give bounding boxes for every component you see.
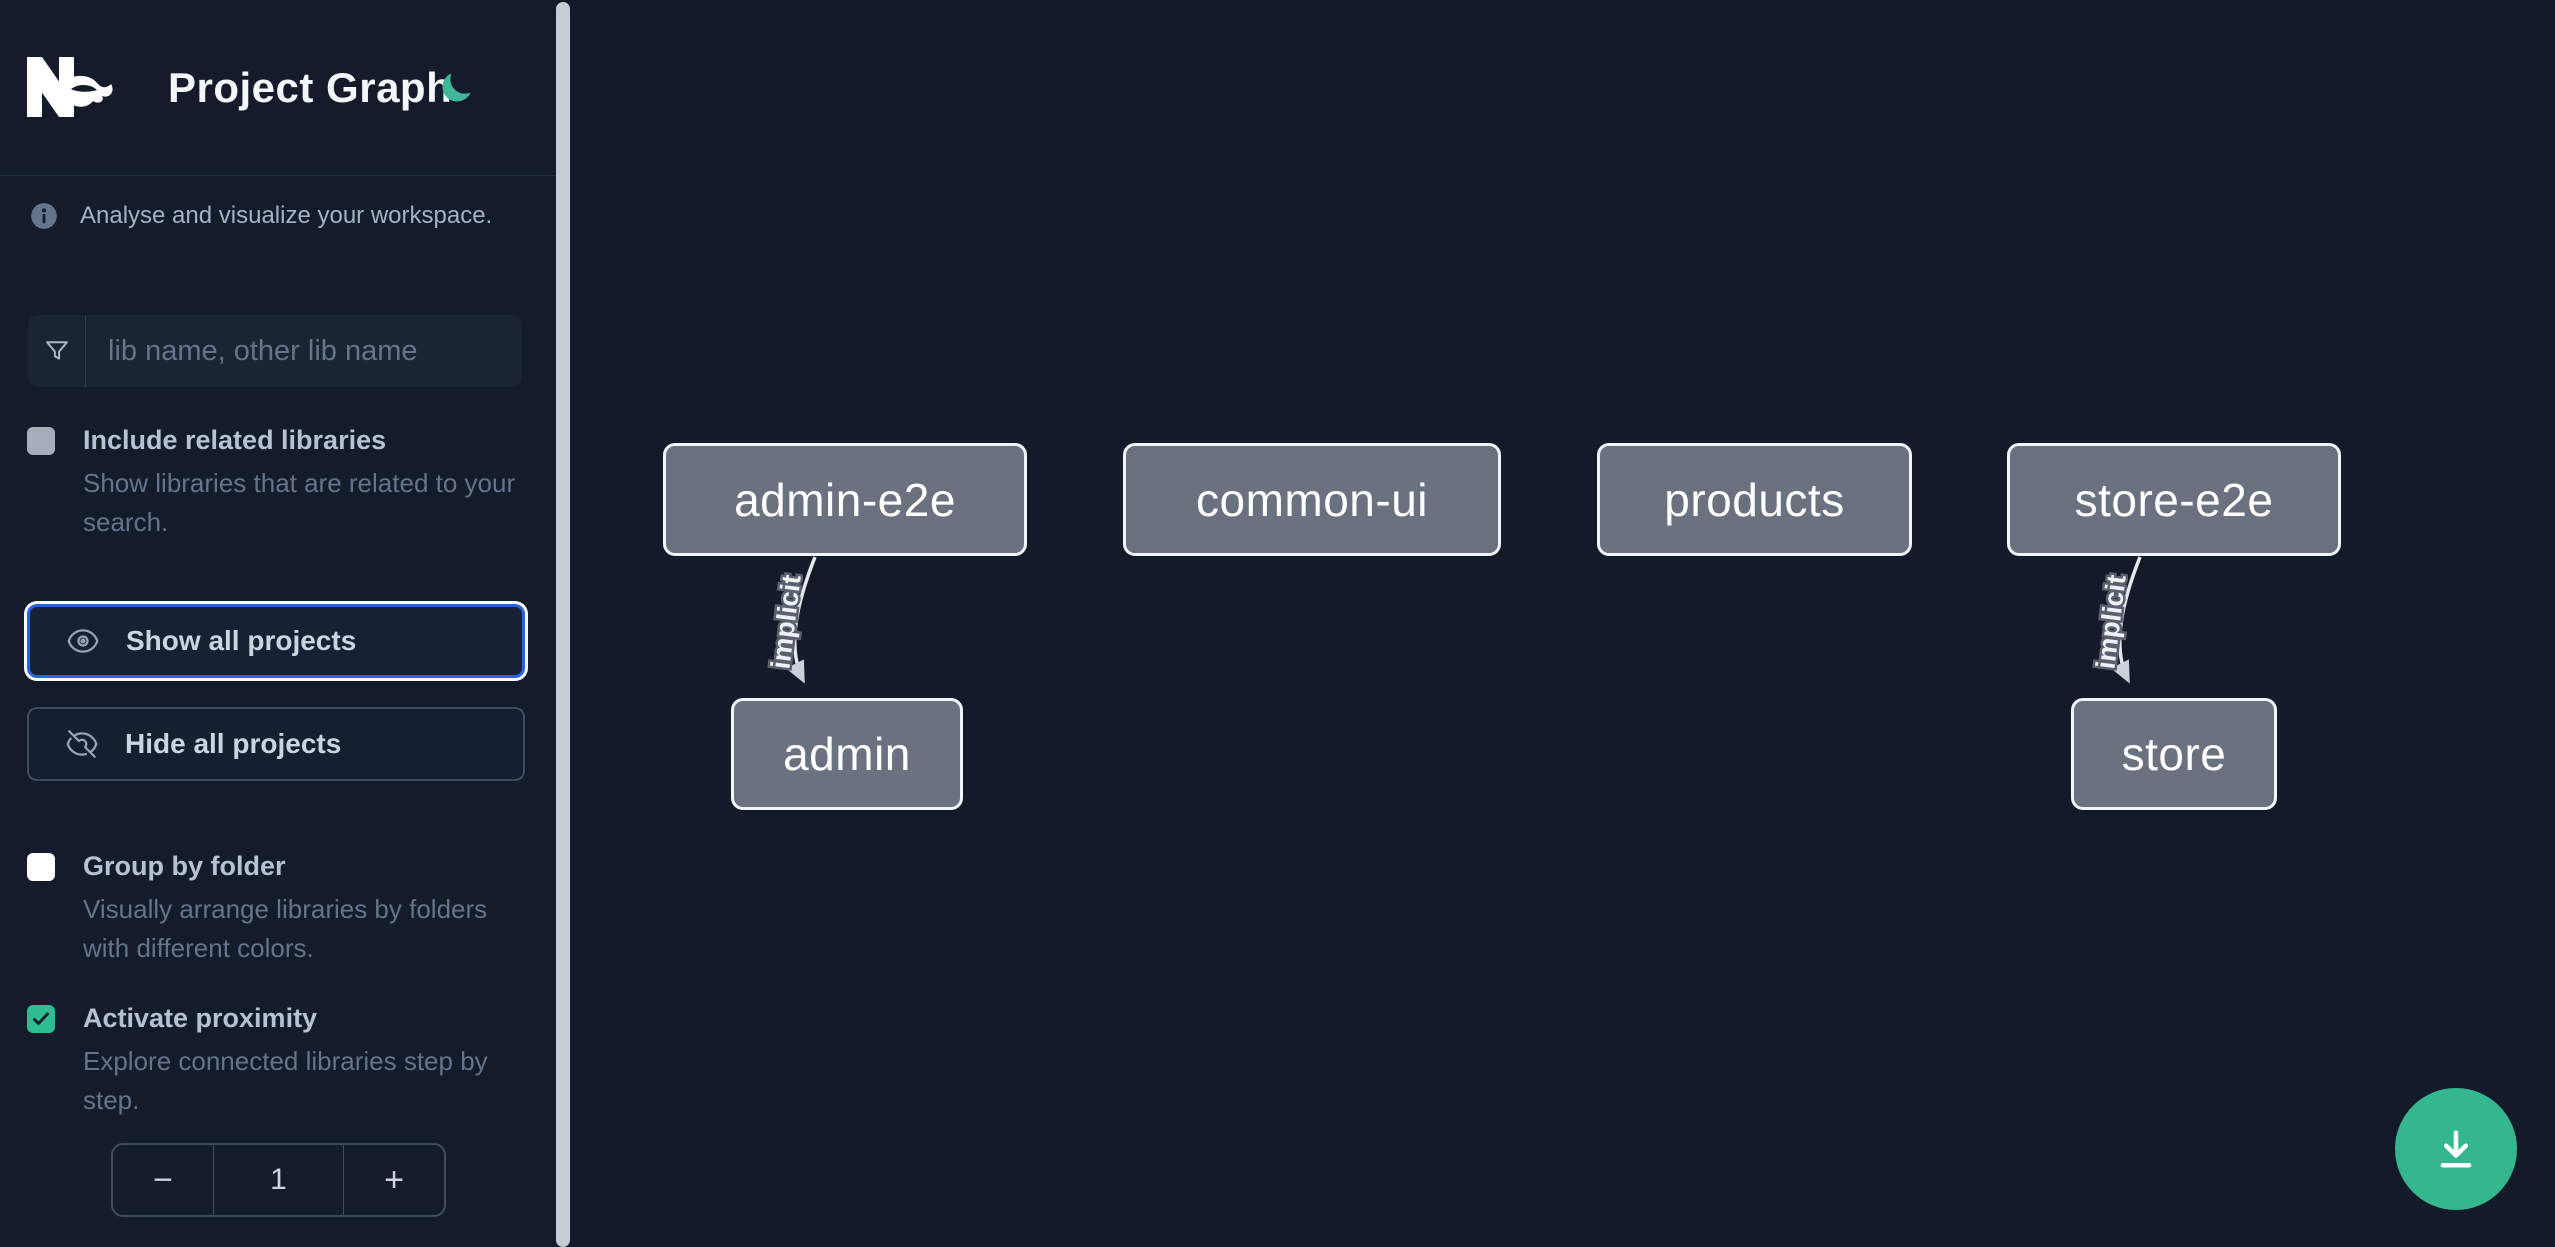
search-input[interactable] bbox=[86, 315, 522, 387]
graph-node-store[interactable]: store bbox=[2071, 698, 2277, 810]
option-group-by-folder: Group by folder Visually arrange librari… bbox=[27, 851, 535, 968]
checkmark-icon bbox=[33, 1012, 49, 1025]
edge-admin bbox=[786, 556, 817, 684]
include-related-checkbox[interactable] bbox=[27, 427, 55, 455]
tagline-row: Analyse and visualize your workspace. bbox=[30, 202, 492, 230]
eye-slash-icon bbox=[66, 730, 98, 758]
sidebar: Project Graph Analyse and visualize your… bbox=[0, 0, 570, 1247]
show-all-projects-label: Show all projects bbox=[126, 625, 357, 656]
graph-node-products[interactable]: products bbox=[1597, 443, 1912, 556]
funnel-icon bbox=[28, 315, 86, 387]
proximity-stepper: − 1 + bbox=[111, 1143, 446, 1217]
graph-node-common-ui[interactable]: common-ui bbox=[1123, 443, 1501, 556]
option-include-related: Include related libraries Show libraries… bbox=[27, 425, 535, 542]
graph-canvas[interactable]: implicit implicit admin-e2e common-ui pr… bbox=[570, 0, 2555, 1247]
edge-store bbox=[2111, 556, 2142, 684]
graph-node-admin[interactable]: admin bbox=[731, 698, 963, 810]
option-description: Show libraries that are related to your … bbox=[83, 468, 516, 537]
option-label: Include related libraries bbox=[83, 425, 387, 455]
increment-button[interactable]: + bbox=[384, 1160, 404, 1199]
page-title: Project Graph bbox=[168, 64, 453, 111]
graph-node-admin-e2e[interactable]: admin-e2e bbox=[663, 443, 1027, 556]
group-by-folder-checkbox[interactable] bbox=[27, 853, 55, 881]
proximity-value: 1 bbox=[213, 1145, 344, 1215]
option-label: Activate proximity bbox=[83, 1003, 318, 1033]
option-description: Visually arrange libraries by folders wi… bbox=[83, 894, 488, 963]
nx-logo bbox=[27, 57, 113, 117]
hide-all-projects-label: Hide all projects bbox=[125, 728, 342, 759]
edge-label-implicit: implicit bbox=[2090, 573, 2131, 670]
eye-icon bbox=[67, 629, 99, 653]
hide-all-projects-button[interactable]: Hide all projects bbox=[27, 707, 525, 781]
sidebar-scrollbar[interactable] bbox=[556, 2, 570, 1247]
graph-node-store-e2e[interactable]: store-e2e bbox=[2007, 443, 2341, 556]
option-label: Group by folder bbox=[83, 851, 286, 881]
edge-label-implicit: implicit bbox=[765, 573, 806, 670]
sidebar-header: Project Graph bbox=[0, 0, 557, 176]
download-icon bbox=[2440, 1130, 2472, 1168]
search-filter bbox=[28, 315, 522, 387]
activate-proximity-checkbox[interactable] bbox=[27, 1005, 55, 1033]
decrement-button[interactable]: − bbox=[153, 1160, 173, 1199]
show-all-projects-button[interactable]: Show all projects bbox=[27, 604, 525, 678]
info-icon bbox=[31, 203, 57, 229]
option-description: Explore connected libraries step by step… bbox=[83, 1046, 488, 1115]
moon-icon[interactable] bbox=[438, 70, 474, 106]
download-graph-button[interactable] bbox=[2395, 1088, 2517, 1210]
tagline-text: Analyse and visualize your workspace. bbox=[80, 202, 493, 229]
dependency-edges: implicit implicit bbox=[763, 556, 2142, 684]
option-activate-proximity: Activate proximity Explore connected lib… bbox=[27, 1003, 535, 1120]
